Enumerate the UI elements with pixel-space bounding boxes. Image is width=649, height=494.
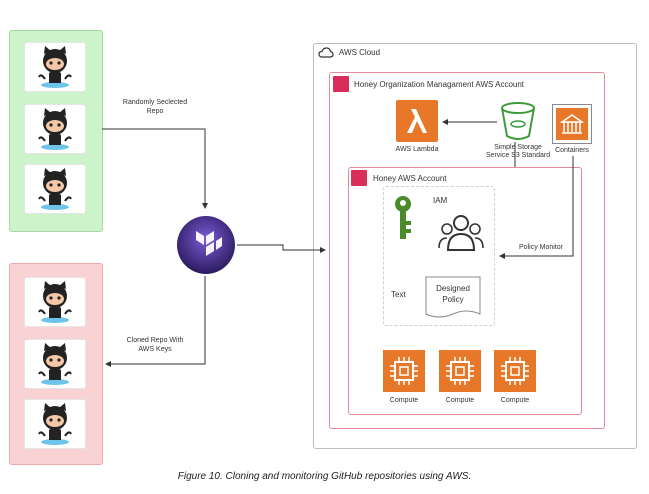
lambda-label: AWS Lambda: [395, 146, 439, 153]
compute-icon: [494, 350, 536, 392]
cloud-icon: [318, 47, 334, 58]
github-octocat-icon: [25, 278, 85, 326]
compute-label: Compute: [389, 397, 419, 404]
iam-text-label: Text: [391, 290, 406, 299]
policy-document-icon: [425, 276, 481, 318]
iam-group: [383, 186, 495, 326]
figure-caption: Figure 10. Cloning and monitoring GitHub…: [177, 471, 472, 482]
containers-label: Containers: [555, 147, 589, 154]
account-icon: [351, 170, 367, 186]
compute-icon: [439, 350, 481, 392]
containers-icon: [552, 104, 592, 144]
terraform-icon: [177, 216, 235, 274]
policy-label: Designed Policy: [436, 284, 470, 304]
aws-cloud-title: AWS Cloud: [339, 48, 381, 57]
cloned-repos-panel: [9, 263, 103, 465]
random-repos-panel: [9, 30, 103, 232]
github-octocat-icon: [25, 165, 85, 213]
key-icon: [395, 196, 411, 239]
users-icon: [438, 215, 484, 251]
org-account-title: Honey Organization Managament AWS Accoun…: [354, 80, 525, 89]
compute-label: Compute: [445, 397, 475, 404]
github-octocat-icon: [25, 340, 85, 388]
iam-title: IAM: [433, 196, 448, 205]
compute-label: Compute: [500, 397, 530, 404]
s3-bucket-icon: [501, 102, 535, 140]
honey-account-container: [348, 167, 582, 415]
github-octocat-icon: [25, 43, 85, 91]
org-account-container: [329, 72, 605, 429]
random-repo-label: Randomly Seclected Repo: [122, 99, 188, 115]
account-icon: [333, 76, 349, 92]
cloned-repo-label: Cloned Repo With AWS Keys: [126, 337, 184, 353]
aws-lambda-icon: [396, 100, 438, 142]
github-octocat-icon: [25, 400, 85, 448]
github-octocat-icon: [25, 105, 85, 153]
policy-monitor-label: Policy Monitor: [519, 244, 563, 251]
honey-account-title: Honey AWS Account: [373, 174, 447, 183]
compute-icon: [383, 350, 425, 392]
